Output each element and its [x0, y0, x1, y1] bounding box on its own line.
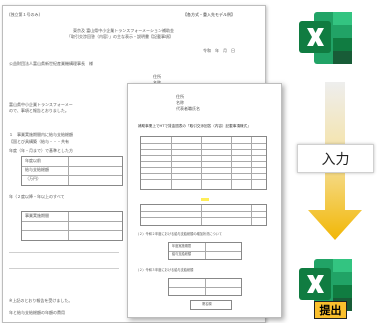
back-table-2 [21, 211, 123, 241]
front-document: 住所 名称 代表者職氏名 補助事業上でHTで賃金図表の「取引交渉回答（内容）記載… [127, 83, 282, 318]
front-summary-table [168, 242, 242, 260]
table-cell: 年度実施期間 [172, 244, 192, 248]
highlight-cell [201, 198, 209, 201]
front-table-2 [140, 204, 267, 226]
doc-recipient: 住所 [176, 94, 184, 99]
table-cell: （万円） [25, 176, 41, 181]
sign-box [190, 300, 232, 310]
doc-recipient: 名称 [176, 100, 184, 105]
doc-body-line: 富山県中小企業トランスフォーメー [9, 102, 73, 107]
doc-note: （２）令和３年度における給与支給総額 [136, 268, 194, 272]
doc-footnote: ※上記のとおり報告を受けました。 [9, 298, 73, 303]
front-summary-table-2 [168, 278, 242, 296]
submit-badge: 提出 [314, 301, 347, 319]
doc-applicant-address: 住所 [153, 74, 161, 79]
doc-item: 【国とび具構築（給与・・・共有 [9, 139, 69, 144]
table-cell: 給与支給総額 [172, 252, 192, 256]
table-cell: 給与支給総額 [25, 167, 49, 172]
doc-recipient: 代表者職氏名 [176, 106, 200, 111]
doc-category: 【各方式・重入先モデル例】 [183, 12, 235, 17]
doc-addressee: 公益財団法人富山県新世紀産業機構理事長 様 [9, 61, 93, 66]
input-label: 入力 [297, 144, 374, 173]
sign-label: 署名欄 [202, 302, 212, 306]
doc-heading: 東京及 富山県中小企業トランスフォーメーション補助金 [73, 28, 174, 33]
doc-date: 令和 年 月 日 [203, 48, 235, 53]
doc-body-line: ので、事項と報告とおりました。 [9, 108, 69, 113]
doc-subheading: 「取引交渉回答（内容）」の主な表示・説明書【記載事項】 [67, 34, 173, 39]
doc-applicant-name: 名称 [153, 80, 161, 85]
excel-icon [299, 12, 352, 64]
doc-title: 補助事業上でHTで賃金図表の「取引交渉回答（内容）記載事項様式」 [138, 124, 251, 128]
doc-footnote: 年と給与支給総額の年額の費用 [9, 310, 65, 315]
front-table [140, 136, 267, 190]
back-table-1 [21, 156, 123, 186]
table-cell: 年度以前 [25, 158, 41, 163]
doc-label: (独立第１号のみ) [9, 12, 41, 17]
table-cell: 事業実施期間 [25, 213, 49, 218]
doc-item: 年（２度以降・年以上のすべて [9, 194, 65, 199]
doc-note: （２）令和２年度における給与支給総額の増加状況について [136, 232, 222, 236]
doc-item: 年度（年・月まで）で基準とした方 [9, 148, 73, 153]
doc-item: １ 事業実施期間内に給与支給総額 [9, 132, 73, 137]
